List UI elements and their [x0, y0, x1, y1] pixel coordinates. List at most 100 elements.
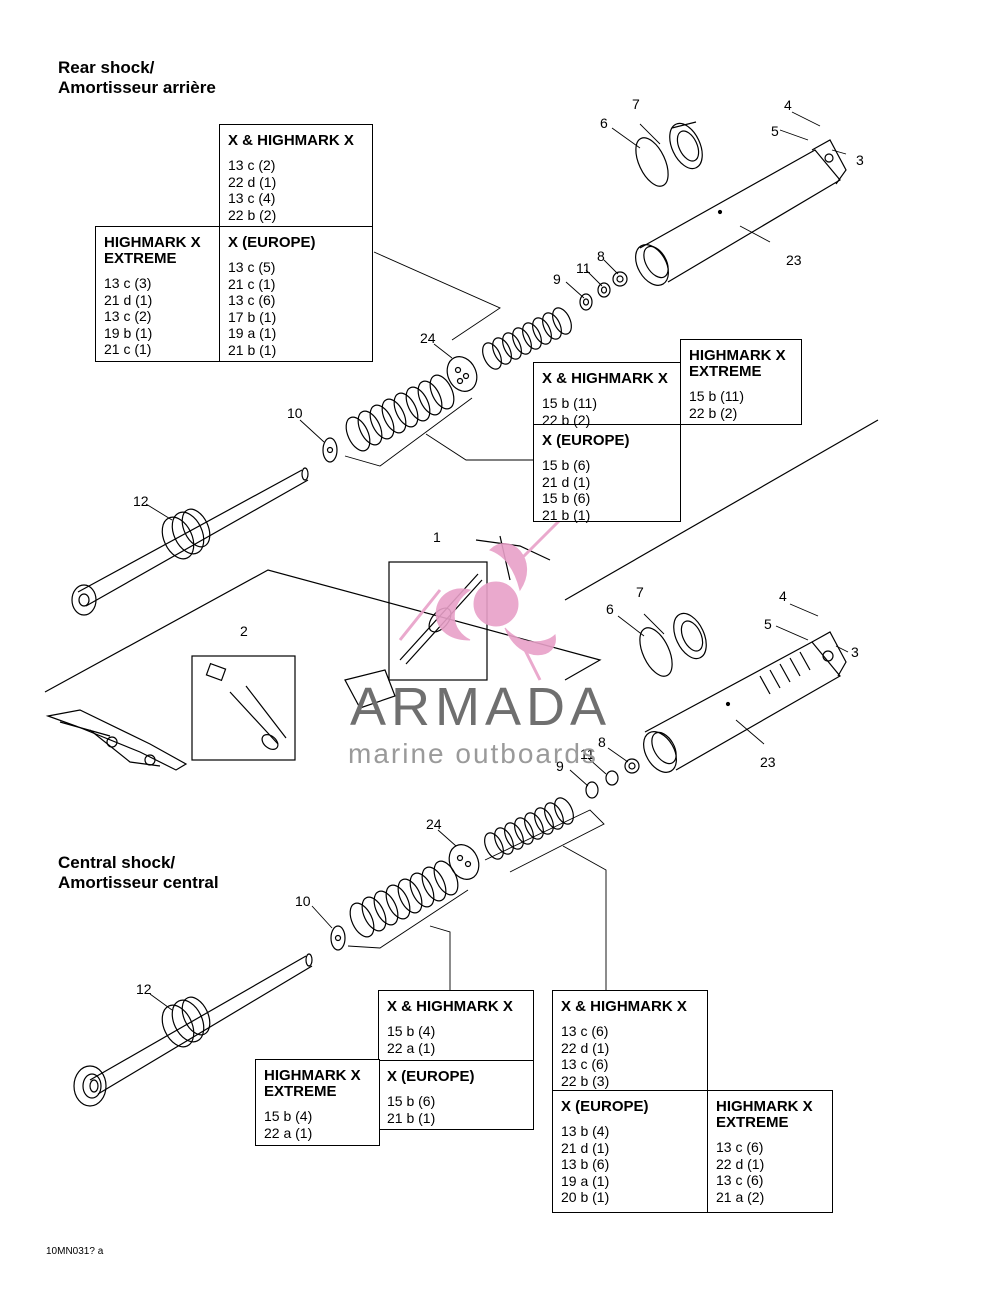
- callout-2: 2: [240, 623, 248, 639]
- central-callout-6: 6: [606, 601, 614, 617]
- rear-top-xh-line: 13 c (2): [228, 157, 276, 173]
- central-left-hme-title-2: EXTREME: [264, 1083, 337, 1100]
- central-callout-12: 12: [136, 981, 152, 997]
- rear-shaft-12: [71, 467, 309, 616]
- rear-spring-hme-line: 15 b (11): [689, 388, 744, 404]
- central-left-hme-line: 15 b (4): [264, 1108, 313, 1124]
- rear-cap-7: [669, 121, 703, 170]
- central-left-xh-title: X & HIGHMARK X: [387, 998, 513, 1015]
- rear-top-xh-line: 22 d (1): [228, 173, 277, 190]
- rear-top-xh-cell: X & HIGHMARK X 13 c (2) 22 d (1) 13 c (4…: [220, 125, 372, 231]
- rear-callout-5: 5: [771, 123, 779, 139]
- rear-leader-lines: [145, 111, 847, 521]
- rear-top-hme-line: 13 c (2): [104, 308, 152, 324]
- rear-spring-xeu-line: 21 b (1): [542, 506, 591, 523]
- rear-large-spring-stack: [345, 374, 455, 452]
- suspension-frame-sketch: [45, 535, 551, 771]
- central-large-spring-stack: [349, 860, 459, 938]
- rear-spring-xeu-line: 15 b (6): [542, 457, 591, 473]
- central-right-hme-title-2: EXTREME: [716, 1114, 789, 1131]
- central-right-hme-line: 21 a (2): [716, 1188, 765, 1205]
- central-right-xeu-title: X (EUROPE): [561, 1098, 649, 1115]
- central-left-xh-line: 15 b (4): [387, 1023, 436, 1039]
- central-shock-heading-en: Central shock/: [58, 853, 176, 872]
- rear-callout-7: 7: [632, 96, 640, 112]
- rear-spring-xeu-title: X (EUROPE): [542, 432, 630, 449]
- rear-top-hme-line: 19 b (1): [104, 324, 153, 341]
- rear-callout-4: 4: [784, 97, 792, 113]
- rear-top-xeu-line: 17 b (1): [228, 308, 277, 325]
- central-shock-heading-fr: Amortisseur central: [58, 873, 219, 892]
- rear-spring-xh-title: X & HIGHMARK X: [542, 370, 668, 387]
- central-right-xeu-cell: X (EUROPE) 13 b (4) 21 d (1) 13 b (6) 19…: [553, 1091, 707, 1214]
- rear-callout-6: 6: [600, 115, 608, 131]
- section-divider-lines: [44, 419, 879, 693]
- central-right-hme-line: 22 d (1): [716, 1155, 765, 1172]
- central-left-hme-line: 22 a (1): [264, 1124, 313, 1141]
- inset-box-2: [191, 655, 296, 761]
- central-left-xeu-cell: X (EUROPE) 15 b (6) 21 b (1): [379, 1061, 533, 1134]
- rear-spring-xh-cell: X & HIGHMARK X 15 b (11) 22 b (2): [534, 363, 680, 428]
- central-left-xeu-line: 21 b (1): [387, 1109, 436, 1126]
- central-callout-11: 11: [580, 746, 595, 762]
- central-shock-heading: Central shock/ Amortisseur central: [58, 853, 219, 893]
- central-shock-body: [643, 631, 847, 773]
- rear-top-xeu-line: 13 c (6): [228, 292, 276, 308]
- central-left-xeu-title: X (EUROPE): [387, 1068, 475, 1085]
- central-shaft-12: [73, 953, 313, 1107]
- rear-washer-9: [579, 293, 593, 311]
- rear-callout-24: 24: [420, 330, 436, 346]
- rear-spring-hme-title-1: HIGHMARK X: [689, 347, 786, 364]
- rear-spring-hme-line: 22 b (2): [689, 404, 738, 421]
- rear-spring-xeu-line: 15 b (6): [542, 490, 591, 506]
- central-right-xeu-line: 20 b (1): [561, 1189, 610, 1205]
- central-right-xh-cell: X & HIGHMARK X 13 c (6) 22 d (1) 13 c (6…: [553, 991, 707, 1091]
- rear-shock-heading: Rear shock/ Amortisseur arrière: [58, 58, 216, 98]
- central-callout-23: 23: [760, 754, 776, 770]
- rear-shock-body: [635, 139, 847, 286]
- watermark-title: ARMADA: [350, 677, 612, 737]
- central-callout-10: 10: [295, 893, 311, 909]
- rear-washer-11: [597, 282, 611, 298]
- rear-callout-9: 9: [553, 271, 561, 287]
- central-callout-8: 8: [598, 734, 606, 750]
- rear-top-xeu-line: 13 c (5): [228, 259, 276, 275]
- rear-spring-hme-title-2: EXTREME: [689, 363, 762, 380]
- rear-top-hme-title-2: EXTREME: [104, 250, 177, 267]
- rear-callout-11: 11: [576, 260, 591, 276]
- rear-o-ring-6: [635, 137, 669, 187]
- central-right-table-box: X & HIGHMARK X 13 c (6) 22 d (1) 13 c (6…: [552, 990, 708, 1213]
- rear-top-xeu-line: 21 b (1): [228, 341, 277, 358]
- central-right-xh-line: 22 d (1): [561, 1039, 610, 1056]
- rear-top-hme-line: 13 c (3): [104, 275, 152, 291]
- rear-spring-table-box: X & HIGHMARK X 15 b (11) 22 b (2) X (EUR…: [533, 362, 681, 523]
- rear-spring-xeu-cell: X (EUROPE) 15 b (6) 21 d (1) 15 b (6) 21…: [534, 425, 680, 531]
- rear-spacer-24: [446, 356, 478, 392]
- central-right-xeu-line: 13 b (6): [561, 1156, 610, 1172]
- rear-top-hme-line: 21 d (1): [104, 291, 153, 308]
- central-cap-7: [673, 612, 707, 660]
- central-o-ring-6: [639, 627, 673, 677]
- central-callout-9: 9: [556, 758, 564, 774]
- central-callout-24: 24: [426, 816, 442, 832]
- central-spacer-24: [448, 844, 480, 880]
- central-washer-10: [330, 925, 346, 951]
- central-left-hme-title-1: HIGHMARK X: [264, 1067, 361, 1084]
- rear-shock-heading-en: Rear shock/: [58, 58, 155, 77]
- central-right-xeu-line: 19 a (1): [561, 1172, 610, 1189]
- rear-top-xeu-cell: X (EUROPE) 13 c (5) 21 c (1) 13 c (6) 17…: [220, 227, 372, 366]
- callout-1: 1: [433, 529, 441, 545]
- rear-top-xh-title: X & HIGHMARK X: [228, 132, 354, 149]
- rear-washer-10: [322, 437, 338, 463]
- central-right-xh-line: 13 c (6): [561, 1056, 609, 1072]
- rear-spring-xeu-line: 21 d (1): [542, 473, 591, 490]
